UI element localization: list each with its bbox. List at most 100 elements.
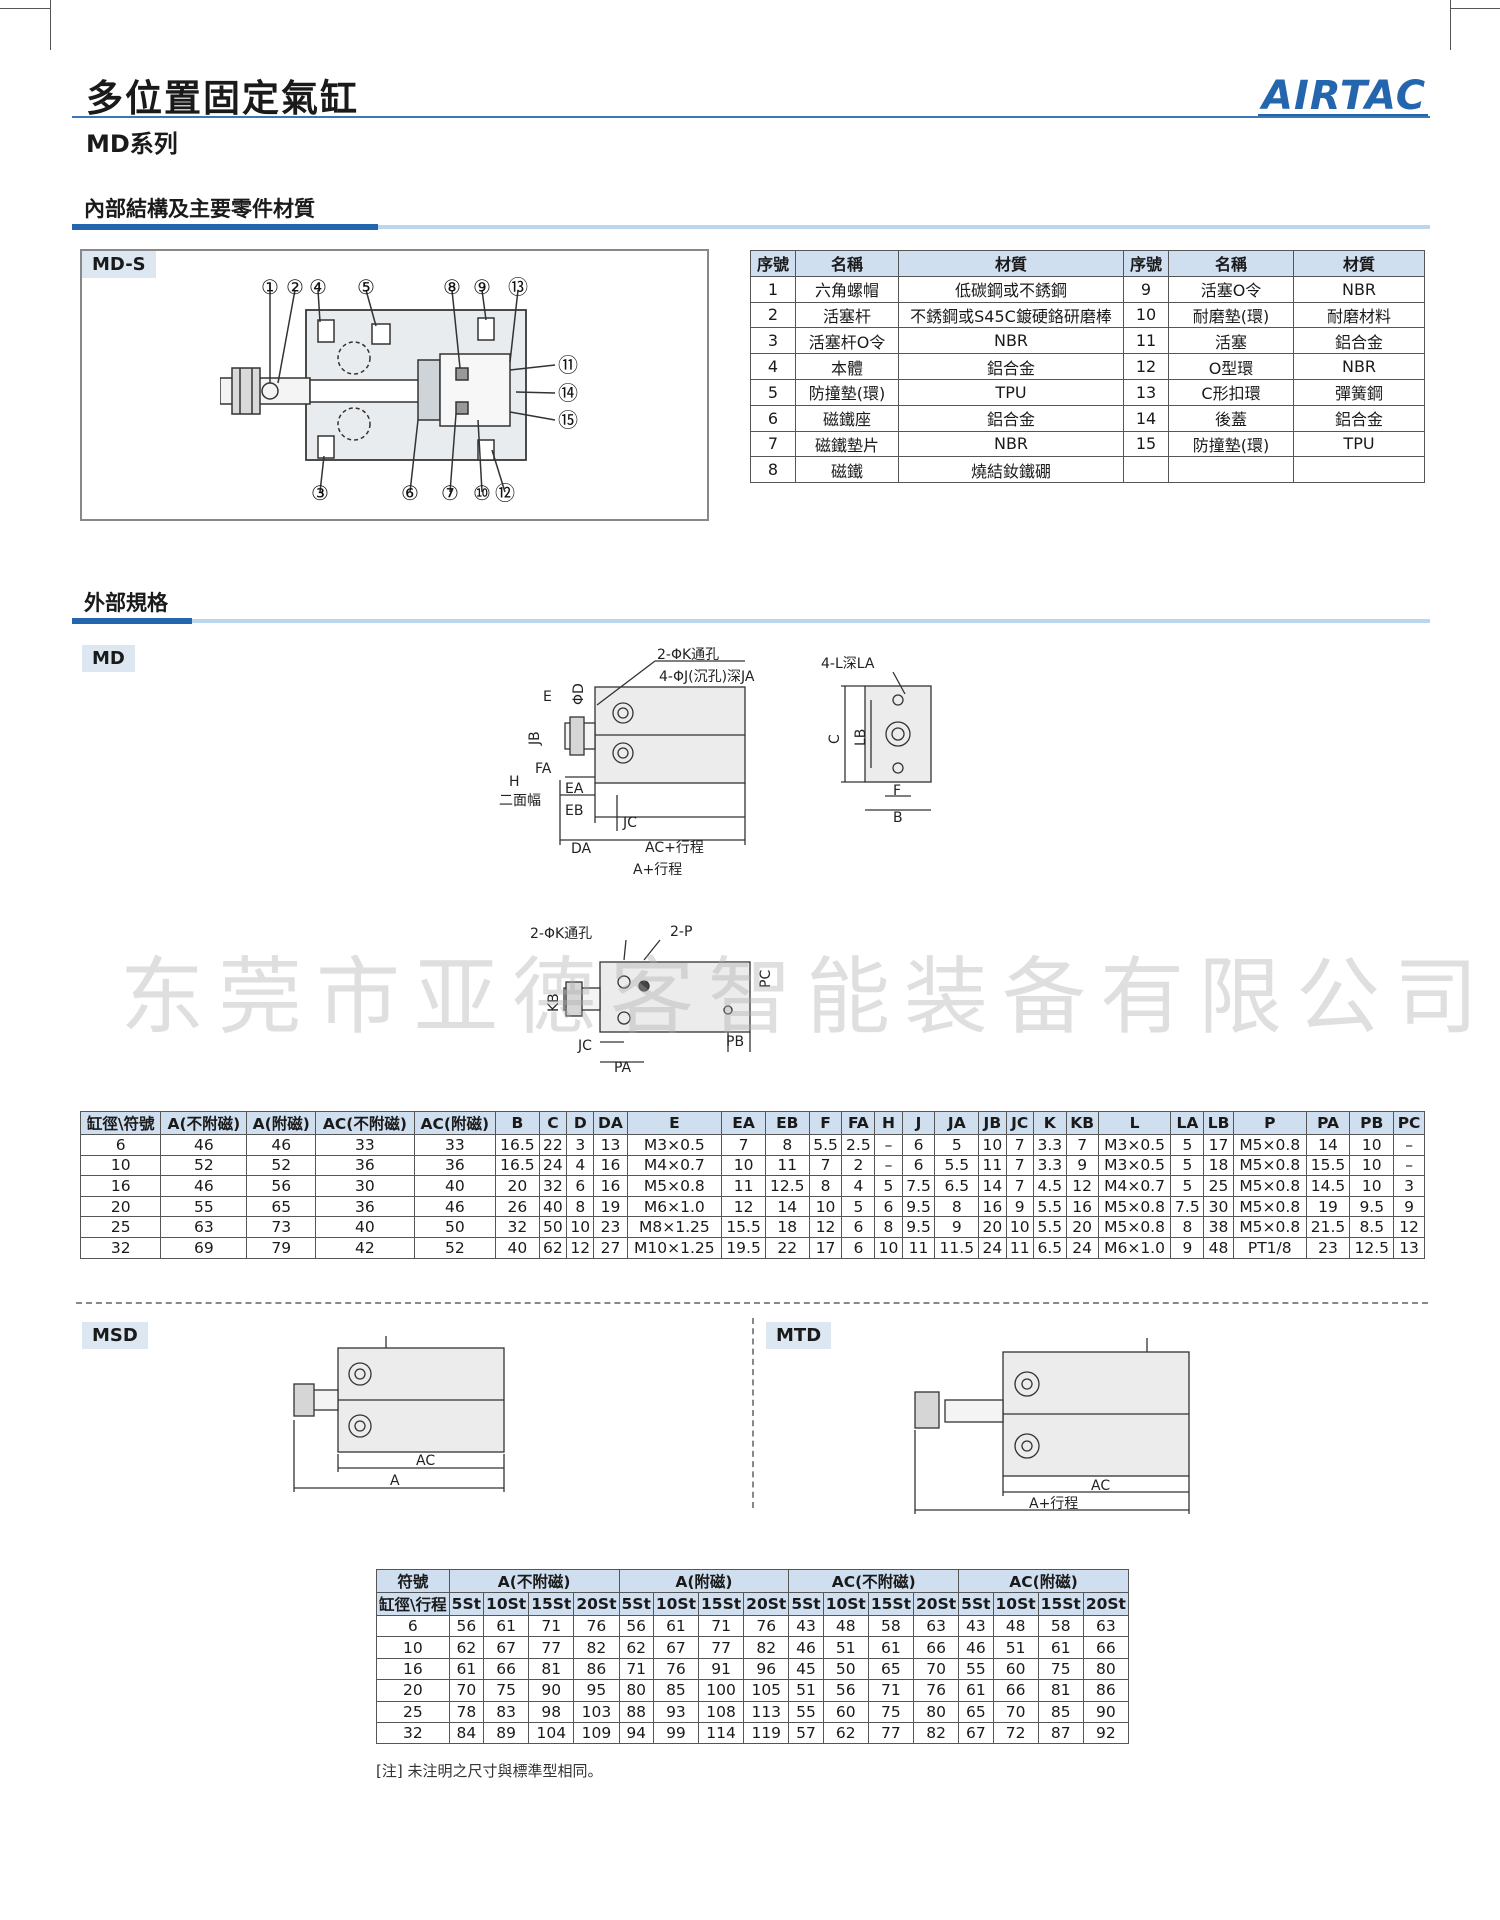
table-cell: 56 <box>246 1175 317 1197</box>
table-cell: 10 <box>1349 1175 1395 1197</box>
md-bottom-drawing: 2-ΦK通孔 2-P KB PC JC PB PA <box>530 924 774 1076</box>
table-cell: 1 <box>750 275 796 303</box>
col-header: 5St <box>958 1592 994 1616</box>
table-cell: 52 <box>246 1154 317 1177</box>
table-cell: 71 <box>618 1657 654 1681</box>
section-heading-external: 外部規格 <box>84 591 168 615</box>
table-cell: 82 <box>743 1636 790 1659</box>
table-cell: 25 <box>1203 1175 1234 1197</box>
callout: ⑮ <box>558 408 578 432</box>
table-cell: M5×0.8 <box>1232 1154 1307 1177</box>
callout: ⑥ <box>401 481 419 505</box>
table-cell: 12 <box>1065 1175 1099 1197</box>
table-cell: 8 <box>764 1134 810 1156</box>
table-cell: 6 <box>750 404 796 432</box>
dim-label: 4-ΦJ(沉孔)深JA <box>659 669 755 685</box>
table-cell: 9 <box>1065 1154 1099 1177</box>
table-cell: 9.5 <box>1349 1195 1395 1218</box>
col-header: 5St <box>788 1592 824 1616</box>
table-cell: 9 <box>1393 1195 1425 1218</box>
table-cell: 10 <box>566 1216 595 1238</box>
table-cell: 65 <box>958 1700 994 1723</box>
table-cell: 43 <box>958 1614 994 1638</box>
col-header: 20St <box>743 1592 790 1616</box>
dim-label: E <box>543 689 552 705</box>
table-cell: 86 <box>1082 1679 1129 1702</box>
table-cell: 48 <box>1203 1236 1234 1259</box>
table-cell: 76 <box>743 1614 790 1638</box>
col-header: 名稱 <box>795 250 899 277</box>
page-title: 多位置固定氣缸 <box>86 77 359 120</box>
table-cell: M5×0.8 <box>1232 1195 1307 1218</box>
table-cell: 81 <box>1037 1679 1084 1702</box>
table-cell: 磁鐵 <box>795 456 899 484</box>
table-cell: 50 <box>413 1216 497 1238</box>
table-cell: 62 <box>618 1636 654 1659</box>
table-cell: 61 <box>867 1636 915 1659</box>
callout: ⑧ <box>443 275 461 299</box>
table-cell: 60 <box>992 1657 1039 1681</box>
col-header: D <box>566 1111 595 1135</box>
table-cell: 7 <box>1005 1175 1034 1197</box>
table-cell: 8 <box>934 1195 980 1218</box>
table-cell: 46 <box>160 1134 248 1156</box>
callout: ⑫ <box>495 481 515 505</box>
table-cell: 40 <box>315 1216 415 1238</box>
table-cell: 2.5 <box>841 1134 876 1156</box>
table-cell: 45 <box>788 1657 824 1681</box>
table-cell: 100 <box>698 1679 745 1702</box>
table-cell: 71 <box>867 1679 915 1702</box>
dim-label: DA <box>571 841 592 857</box>
table-cell: 活塞O令 <box>1168 275 1294 303</box>
col-header: C <box>538 1111 568 1135</box>
callout: ④ <box>309 275 327 299</box>
table-cell: 20 <box>978 1216 1007 1238</box>
table-cell: 14.5 <box>1305 1175 1351 1197</box>
table-cell: 12 <box>721 1195 766 1218</box>
table-cell: 7 <box>1005 1154 1034 1177</box>
dim-label: AC+行程 <box>645 840 704 856</box>
table-cell: M3×0.5 <box>1097 1134 1172 1156</box>
table-cell: 6 <box>841 1236 876 1259</box>
mds-section-drawing: ① ② ④ ⑤ ⑧ ⑨ ⑬ ⑪ ⑭ ⑮ ③ ⑥ ⑦ ⑩ ⑫ <box>220 275 578 505</box>
msd-drawing: AC A <box>293 1336 505 1492</box>
col-header: A(不附磁) <box>160 1111 248 1135</box>
table-cell: – <box>1393 1134 1425 1156</box>
col-header: JC <box>1005 1111 1034 1135</box>
col-header: H <box>874 1111 903 1135</box>
table-cell: 鋁合金 <box>1293 327 1425 355</box>
table-cell: 66 <box>483 1657 530 1681</box>
table-cell: 14 <box>978 1175 1007 1197</box>
table-cell: 鋁合金 <box>898 353 1124 380</box>
table-cell: 19 <box>593 1195 628 1218</box>
table-cell: 24 <box>1065 1236 1099 1259</box>
table-cell: 耐磨材料 <box>1293 301 1425 329</box>
series-label: MD系列 <box>86 130 178 158</box>
table-cell: 2 <box>750 301 796 329</box>
table-cell: 5 <box>841 1195 876 1218</box>
table-cell: M4×0.7 <box>626 1154 723 1177</box>
md-side-drawing: 4-L深LA C LB F B <box>821 656 932 826</box>
table-cell: 56 <box>618 1614 654 1638</box>
table-cell: 46 <box>958 1636 994 1659</box>
col-header: P <box>1232 1111 1307 1135</box>
table-cell: 67 <box>958 1721 994 1745</box>
table-cell: 94 <box>618 1721 654 1745</box>
table-cell: M5×0.8 <box>1097 1216 1172 1238</box>
crop-mark <box>1450 0 1500 9</box>
table-cell: 55 <box>160 1195 248 1218</box>
col-header: F <box>808 1111 843 1135</box>
table-cell: 9.5 <box>901 1195 936 1218</box>
table-cell: 46 <box>413 1195 497 1218</box>
table-cell: 20 <box>1065 1216 1099 1238</box>
table-cell: – <box>874 1154 903 1177</box>
svg-text:AIRTAC: AIRTAC <box>1259 73 1426 116</box>
